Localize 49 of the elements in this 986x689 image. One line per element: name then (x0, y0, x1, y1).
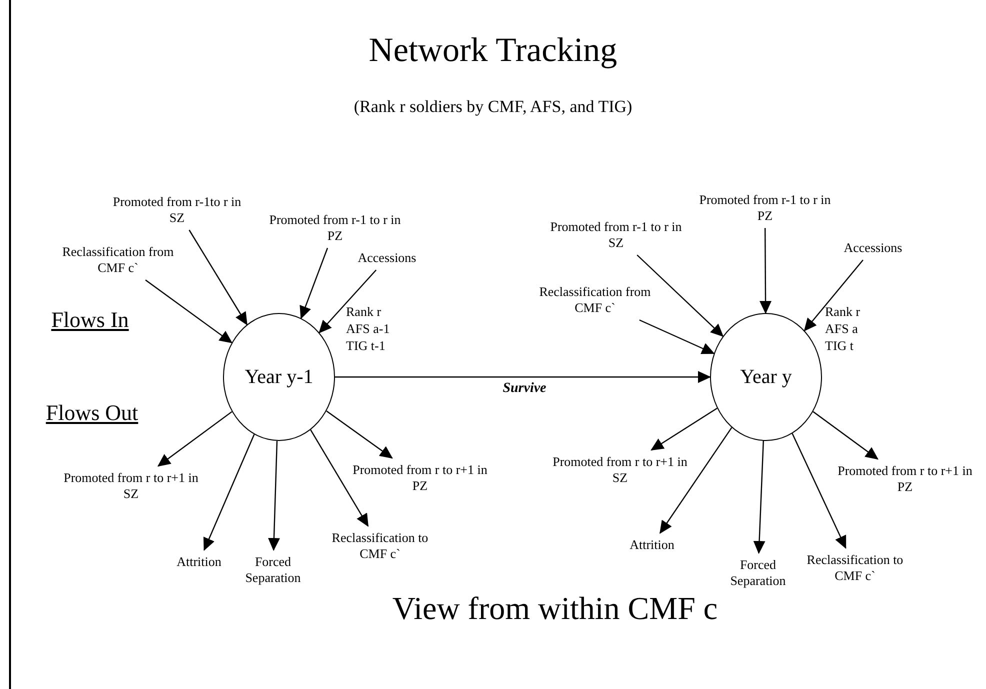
flow-label: Reclassification to CMF c` (795, 552, 915, 584)
flow-label: Promoted from r to r+1 in SZ (550, 454, 690, 486)
arrow (812, 411, 878, 460)
arrow (753, 440, 766, 554)
arrow (650, 408, 718, 451)
state-circle (710, 313, 822, 441)
flow-label: Accessions (347, 250, 427, 266)
section-heading: Flows In (51, 307, 129, 333)
arrow (335, 371, 711, 383)
state-attributes: Rank r AFS a-1 TIG t-1 (346, 303, 391, 354)
arrow (639, 319, 715, 354)
arrow (804, 260, 864, 332)
arrow (326, 410, 393, 459)
flow-label: Promoted from r-1 to r in SZ (546, 219, 686, 251)
flow-label: Reclassification from CMF c` (53, 244, 183, 276)
flow-label: Promoted from r-1 to r in PZ (265, 212, 405, 244)
flow-label: Reclassification to CMF c` (320, 530, 440, 562)
flow-label: Accessions (833, 240, 913, 256)
section-heading: Flows Out (46, 400, 138, 426)
arrow (318, 270, 377, 334)
arrow (636, 254, 724, 337)
flow-label: Reclassification from CMF c` (530, 284, 660, 316)
arrow (157, 411, 232, 467)
flow-label: Promoted from r-1 to r in PZ (695, 192, 835, 224)
arrow (188, 230, 248, 326)
flow-label: Forced Separation (238, 554, 308, 586)
flow-label: Promoted from r to r+1 in PZ (835, 463, 975, 495)
arrow (310, 430, 369, 527)
state-circle (223, 313, 335, 441)
subtitle: (Rank r soldiers by CMF, AFS, and TIG) (354, 97, 632, 117)
flow-label: Promoted from r-1to r in SZ (110, 194, 244, 226)
flow-label: Promoted from r to r+1 in SZ (61, 470, 201, 502)
arrow (145, 280, 232, 344)
arrow (300, 248, 328, 320)
arrow (792, 433, 846, 549)
state-label: Year y-1 (244, 366, 314, 388)
flow-label: Promoted from r to r+1 in PZ (350, 462, 490, 494)
flow-label: Forced Separation (723, 557, 793, 589)
arrow (203, 434, 255, 551)
edge-label: Survive (502, 381, 546, 397)
state-label: Year y (740, 366, 792, 388)
arrow (660, 427, 732, 534)
flow-label: Attrition (169, 554, 229, 570)
state-attributes: Rank r AFS a TIG t (825, 303, 862, 354)
arrow (268, 440, 280, 551)
flow-label: Attrition (622, 537, 682, 553)
caption: View from within CMF c (392, 590, 718, 627)
title: Network Tracking (368, 32, 618, 70)
arrow (760, 228, 772, 314)
